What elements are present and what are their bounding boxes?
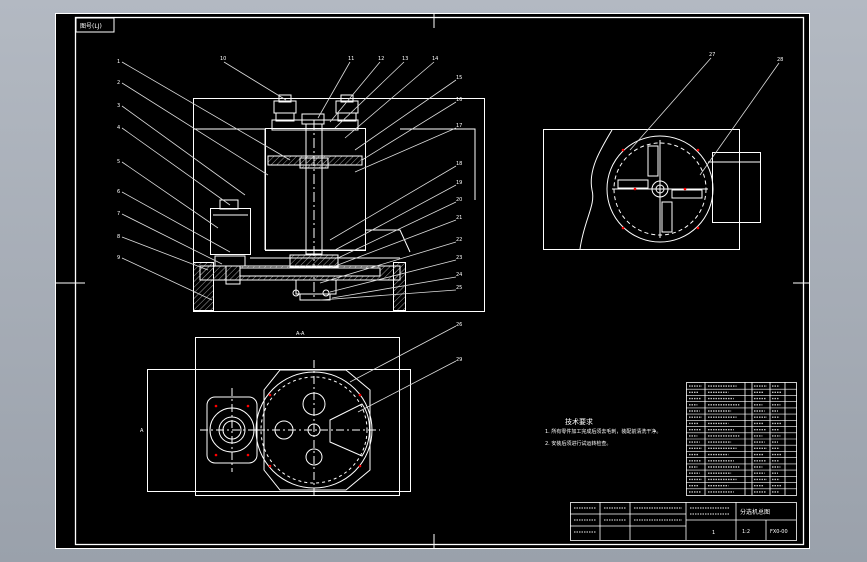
drawing-name: 分选机总图: [740, 508, 770, 516]
svg-text:A-A: A-A: [296, 331, 305, 337]
callout-11: 11: [348, 56, 354, 62]
callout-14: 14: [432, 56, 438, 62]
callout-25: 25: [456, 285, 462, 291]
rotor-detail-leaders: [629, 57, 780, 176]
callout-18: 18: [456, 161, 462, 167]
tech-note-2: 2. 安装后须进行试运转检查。: [545, 440, 611, 447]
callout-19: 19: [456, 180, 462, 186]
callout-9: 9: [117, 255, 120, 261]
outer-border: [55, 13, 810, 549]
plan-view-dots: [214, 393, 362, 468]
tech-notes-title: 技术要求: [565, 417, 593, 426]
svg-text:28: 28: [777, 57, 783, 63]
callout-2: 2: [117, 80, 120, 86]
title-block-fine-text: [574, 507, 730, 533]
callout-8: 8: [117, 234, 120, 240]
callout-6: 6: [117, 189, 120, 195]
front-section-view: [193, 94, 485, 312]
rotor-detail-view: [543, 129, 761, 250]
callout-16: 16: [456, 97, 462, 103]
sheet-label: 1: [712, 530, 715, 536]
svg-text:A: A: [140, 428, 144, 434]
drawing-number: FX0-00: [770, 529, 788, 535]
callout-23: 23: [456, 255, 462, 261]
drawing-scale: 1:2: [742, 529, 750, 535]
plan-view-callouts: 26 29 A A-A: [140, 322, 462, 434]
bom-rows: [686, 385, 797, 493]
callout-5: 5: [117, 159, 120, 165]
left-leader-lines: [121, 61, 457, 301]
title-block-text: 分选机总图 FX0-00 1:2 1: [712, 508, 788, 536]
rotor-detail-callouts: 27 28: [709, 52, 783, 63]
title-block: [570, 502, 797, 541]
plan-view-leaders: [349, 325, 457, 413]
callout-17: 17: [456, 123, 462, 129]
technical-notes: 技术要求 1. 所有零件加工完成后须去毛刺，装配前清洗干净。 2. 安装后须进行…: [545, 417, 661, 447]
callout-24: 24: [456, 272, 462, 278]
svg-text:26: 26: [456, 322, 462, 328]
plan-view: [147, 337, 411, 498]
callout-4: 4: [117, 125, 120, 131]
callout-15: 15: [456, 75, 462, 81]
callout-10: 10: [220, 56, 226, 62]
centering-marks: [55, 13, 810, 548]
svg-text:29: 29: [456, 357, 462, 363]
rotor-detail-dots: [621, 148, 700, 230]
left-callouts: 1 2 3 4 5 6 7 8 9 10 11 12 13 14 15 16 1…: [117, 56, 462, 291]
callout-12: 12: [378, 56, 384, 62]
callout-13: 13: [402, 56, 408, 62]
inner-frame: [74, 16, 805, 546]
corner-tag-text: 图号(LJ): [80, 23, 102, 30]
callout-3: 3: [117, 103, 120, 109]
tech-note-1: 1. 所有零件加工完成后须去毛刺，装配前清洗干净。: [545, 428, 661, 435]
callout-7: 7: [117, 211, 120, 217]
callout-21: 21: [456, 215, 462, 221]
corner-tag: 图号(LJ): [75, 17, 115, 33]
svg-text:27: 27: [709, 52, 715, 58]
callout-1: 1: [117, 59, 120, 65]
callout-20: 20: [456, 197, 462, 203]
callout-22: 22: [456, 237, 462, 243]
